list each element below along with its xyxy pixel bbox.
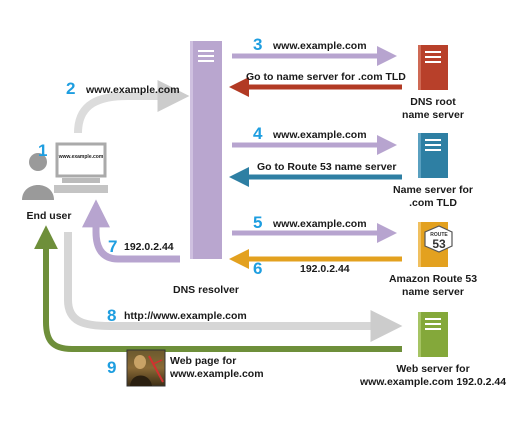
step-2-label: www.example.com — [85, 84, 180, 96]
r53-label-line2: name server — [402, 286, 464, 298]
step-8-number: 8 — [107, 306, 116, 325]
monitor-screen-text: www.example.com — [58, 154, 104, 160]
step-9-label-line2: www.example.com — [169, 368, 264, 380]
step-3-label: www.example.com — [272, 40, 367, 52]
end-user-icon — [22, 153, 54, 200]
step-4-number: 4 — [253, 124, 263, 143]
step-3-number: 3 — [253, 35, 262, 54]
web-label-line1: Web server for — [396, 363, 469, 375]
resolver-label: DNS resolver — [173, 284, 239, 296]
step-8-label: http://www.example.com — [124, 310, 247, 322]
arrow-step-2 — [74, 80, 190, 134]
route53-badge-number: 53 — [432, 237, 446, 251]
route53-badge-top: ROUTE — [430, 232, 448, 238]
step-1-number: 1 — [38, 141, 47, 160]
step-5-number: 5 — [253, 213, 262, 232]
web-server — [418, 312, 448, 357]
root-reply-label: Go to name server for .com TLD — [246, 71, 406, 83]
dns-resolver-server — [190, 41, 222, 259]
root-label-line2: name server — [402, 109, 464, 121]
dns-root-server — [418, 45, 448, 90]
tld-server — [418, 133, 448, 178]
end-user-label: End user — [27, 210, 72, 222]
step-6-label: 192.0.2.44 — [300, 263, 350, 275]
route53-badge-icon: ROUTE 53 — [424, 225, 453, 253]
tld-label-line2: .com TLD — [409, 197, 457, 209]
web-label-line2: www.example.com 192.0.2.44 — [359, 376, 506, 388]
step-7-label: 192.0.2.44 — [124, 241, 174, 253]
tld-label-line1: Name server for — [393, 184, 473, 196]
step-5-label: www.example.com — [272, 218, 367, 230]
arrow-step-9 — [34, 225, 402, 352]
step-2-number: 2 — [66, 79, 75, 98]
step-7-number: 7 — [108, 237, 117, 256]
step-9-number: 9 — [107, 358, 116, 377]
step-6-number: 6 — [253, 259, 262, 278]
step-9-label-line1: Web page for — [170, 355, 236, 367]
arrow-step-8 — [64, 232, 403, 342]
web-page-thumbnail-icon — [126, 349, 166, 387]
computer-monitor-icon: www.example.com — [54, 142, 108, 193]
r53-label-line1: Amazon Route 53 — [389, 273, 477, 285]
arrow-step-7 — [82, 199, 180, 263]
tld-reply-label: Go to Route 53 name server — [257, 161, 396, 173]
step-4-label: www.example.com — [272, 129, 367, 141]
root-label-line1: DNS root — [410, 96, 456, 108]
